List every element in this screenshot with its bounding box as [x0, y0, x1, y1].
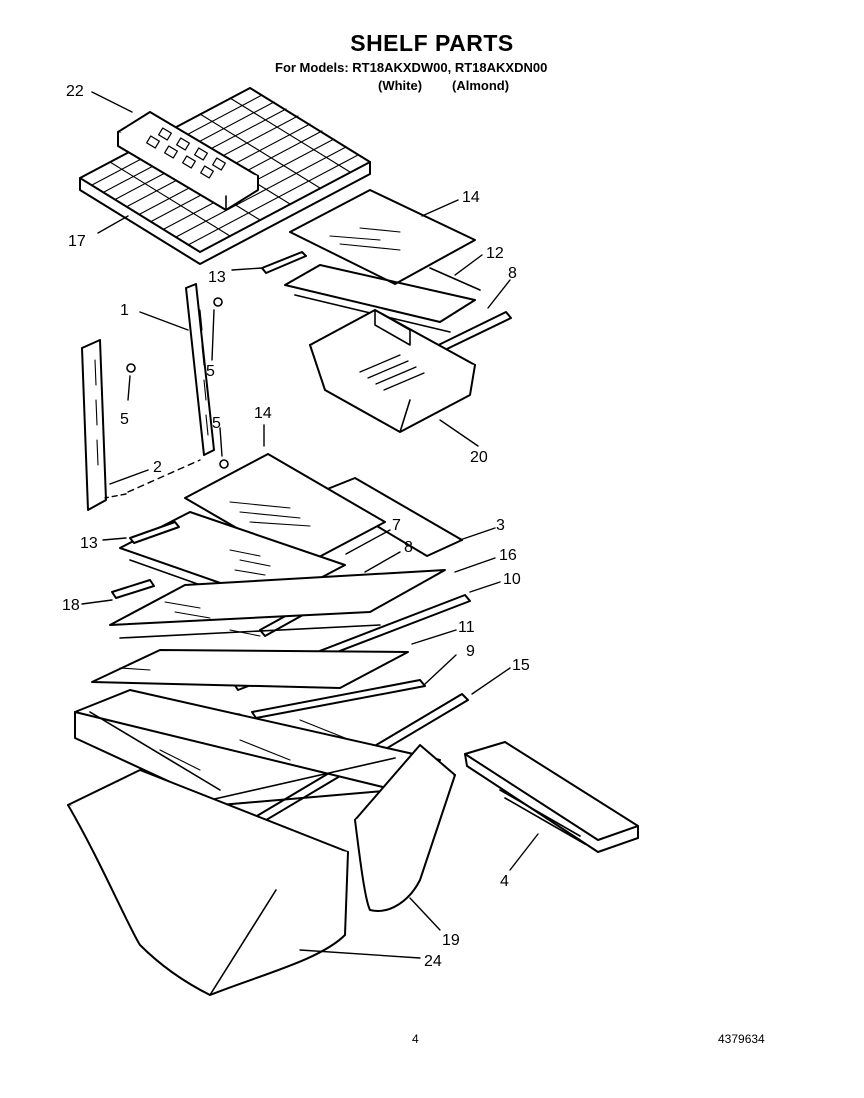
part-trim-13-mid — [129, 521, 180, 544]
callout-14-mid: 14 — [254, 405, 272, 422]
part-crisper-bin-24 — [67, 769, 349, 996]
callout-4: 4 — [500, 873, 509, 890]
callout-16: 16 — [499, 547, 517, 564]
leader-lines — [81, 91, 539, 959]
callout-2: 2 — [153, 459, 162, 476]
callout-1: 1 — [120, 302, 129, 319]
part-egg-tray-22 — [117, 111, 259, 211]
document-number: 4379634 — [718, 1032, 765, 1046]
part-crisper-bin-19 — [354, 744, 456, 912]
callout-8-mid: 8 — [404, 539, 413, 556]
part-rail-1 — [185, 283, 215, 456]
part-crisper-drawer-20 — [309, 309, 476, 433]
page-number: 4 — [412, 1032, 419, 1046]
callout-12: 12 — [486, 245, 504, 262]
part-shelf-frame-16 — [109, 569, 446, 639]
part-rail-2 — [81, 339, 107, 511]
part-divider-4 — [464, 741, 639, 853]
callout-11: 11 — [458, 619, 475, 636]
part-trim-13-upper — [261, 251, 307, 274]
callout-labels: 22 17 14 13 12 8 1 5 5 5 20 14 2 3 7 13 … — [62, 83, 530, 970]
callout-14-upper: 14 — [462, 189, 480, 206]
callout-5-a: 5 — [206, 363, 215, 380]
callout-20: 20 — [470, 449, 488, 466]
models-line: For Models: RT18AKXDW00, RT18AKXDN00 — [275, 60, 548, 75]
part-crisper-cover — [74, 689, 441, 806]
page-title: SHELF PARTS — [350, 30, 514, 56]
part-screw-5 — [126, 297, 229, 469]
part-trim-18 — [111, 579, 155, 599]
callout-5-c: 5 — [212, 415, 221, 432]
callout-17: 17 — [68, 233, 86, 250]
part-trim-9 — [251, 679, 426, 719]
callout-18: 18 — [62, 597, 80, 614]
callout-15: 15 — [512, 657, 530, 674]
callout-8-upper: 8 — [508, 265, 517, 282]
callout-24: 24 — [424, 953, 442, 970]
callout-7: 7 — [392, 517, 401, 534]
callout-10: 10 — [503, 571, 521, 588]
callout-19: 19 — [442, 932, 460, 949]
callout-9: 9 — [466, 643, 475, 660]
variant-almond-label: (Almond) — [452, 78, 510, 93]
variant-white-label: (White) — [378, 78, 423, 93]
callout-13-upper: 13 — [208, 269, 226, 286]
callout-3: 3 — [496, 517, 505, 534]
callout-13-mid: 13 — [80, 535, 98, 552]
callout-5-b: 5 — [120, 411, 129, 428]
callout-22: 22 — [66, 83, 84, 100]
part-upper-glass-14 — [289, 189, 476, 285]
